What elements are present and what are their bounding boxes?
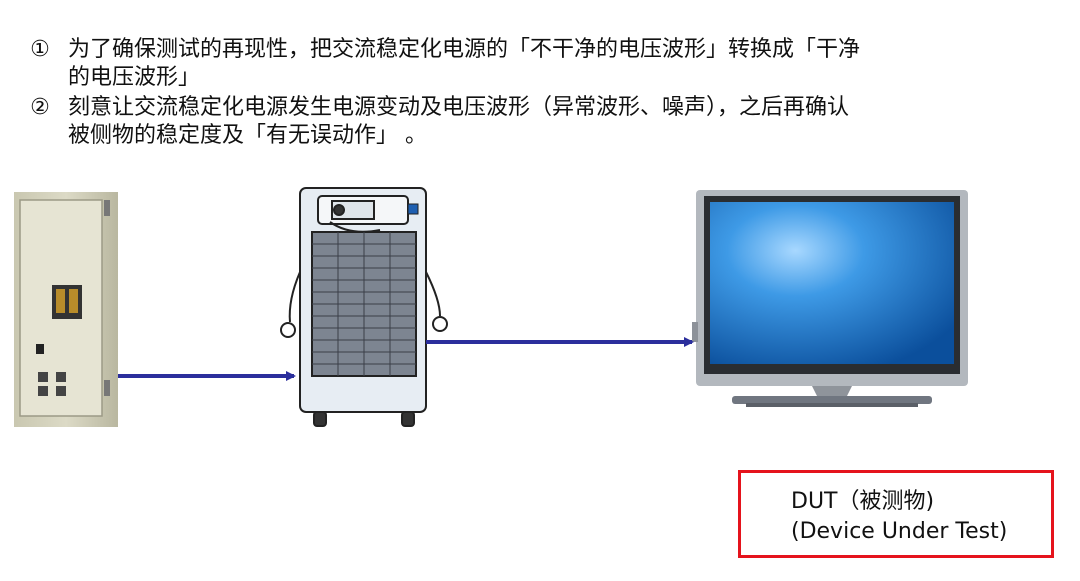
dut-fullname: (Device Under Test) <box>791 519 1008 544</box>
dut-label: DUT（被测物) <box>791 489 935 514</box>
bullet-text-line: 刻意让交流稳定化电源发生电源变动及电压波形（异常波形、噪声），之后再确认 <box>68 95 850 120</box>
dut-label-box: DUT（被测物) (Device Under Test) <box>738 470 1054 558</box>
bullet-text-line: 为了确保测试的再现性，把交流稳定化电源的「不干净的电压波形」转换成「干净 <box>68 37 861 62</box>
bullet-text-line: 的电压波形」 <box>68 65 201 90</box>
distribution-panel-icon <box>14 192 118 427</box>
bullet-marker: ② <box>30 95 50 120</box>
instruction-list: ① 为了确保测试的再现性，把交流稳定化电源的「不干净的电压波形」转换成「干净 的… <box>22 36 1062 152</box>
bullet-text-line: 被侧物的稳定度及「有无误动作」 。 <box>68 123 427 148</box>
ac-power-supply-icon <box>280 187 448 427</box>
bullet-item-2: ② 刻意让交流稳定化电源发生电源变动及电压波形（异常波形、噪声），之后再确认 被… <box>22 94 1062 150</box>
bullet-item-1: ① 为了确保测试的再现性，把交流稳定化电源的「不干净的电压波形」转换成「干净 的… <box>22 36 1062 92</box>
bullet-marker: ① <box>30 37 50 62</box>
tv-monitor-icon <box>692 190 968 407</box>
